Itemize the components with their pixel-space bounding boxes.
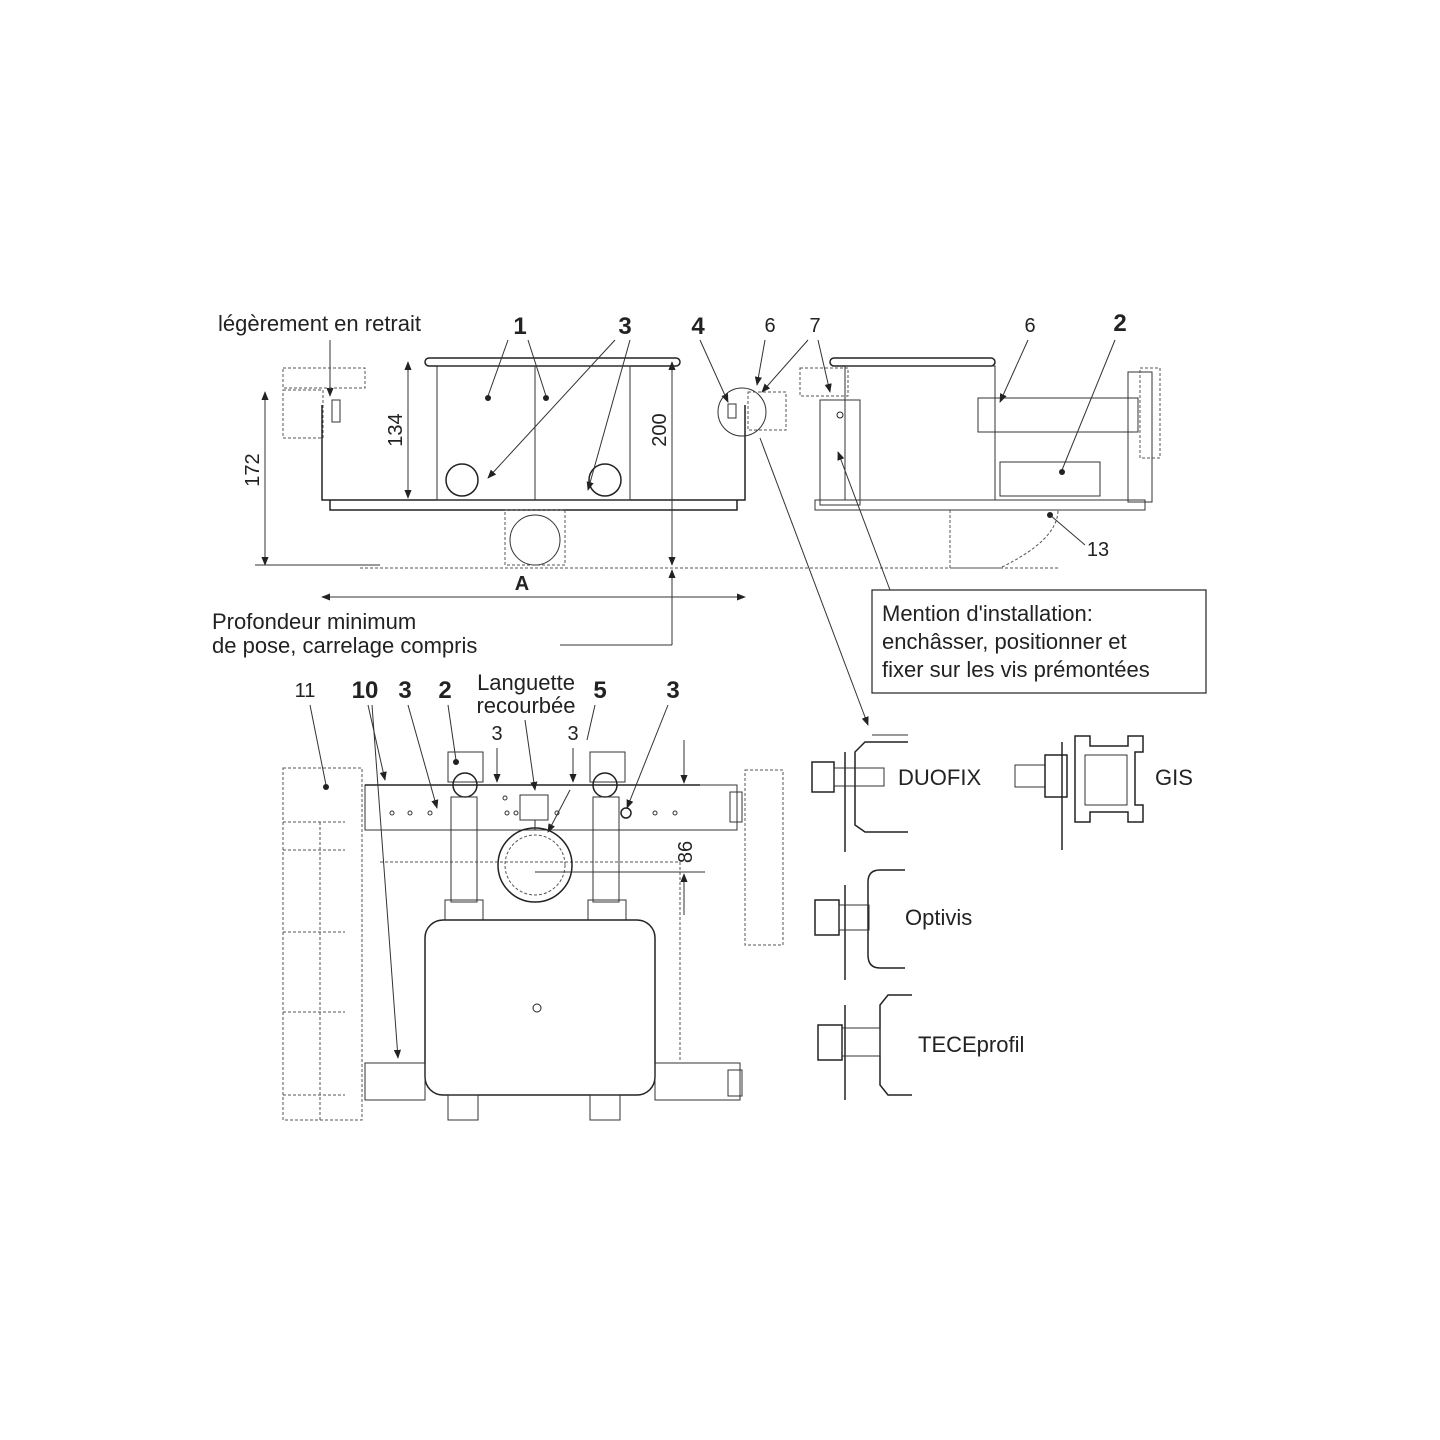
dimension-200: 200: [649, 413, 671, 446]
variant-teceprofil: TECEprofil: [817, 994, 1024, 1100]
callout-13: 13: [1087, 539, 1109, 561]
dimension-A: A: [515, 573, 529, 595]
callout-11: 11: [295, 680, 316, 702]
callout-2: 2: [1113, 310, 1126, 337]
note-depth-line2: de pose, carrelage compris: [212, 633, 477, 658]
variant-gis: GIS: [1014, 735, 1193, 850]
callout-3a: 3: [398, 677, 411, 704]
label-duofix: DUOFIX: [898, 765, 981, 790]
top-left-section-view: légèrement en retrait 134 200 172 A Prof…: [212, 311, 1060, 658]
callout-10: 10: [352, 677, 379, 704]
installation-note-line1: Mention d'installation:: [882, 601, 1093, 626]
dimension-134: 134: [385, 413, 407, 446]
dimension-3a: 3: [491, 723, 502, 745]
callout-5: 5: [593, 677, 606, 704]
variant-duofix: DUOFIX: [811, 734, 981, 852]
note-depth-line1: Profondeur minimum: [212, 609, 416, 634]
callout-6a: 6: [764, 315, 775, 337]
label-bent-tab-line2: recourbée: [476, 693, 575, 718]
installation-note-line2: enchâsser, positionner et: [882, 629, 1127, 654]
callout-6b: 6: [1024, 315, 1035, 337]
installation-note-line3: fixer sur les vis prémontées: [882, 657, 1150, 682]
label-bent-tab-line1: Languette: [477, 670, 575, 695]
label-teceprofil: TECEprofil: [918, 1032, 1024, 1057]
callout-4: 4: [691, 313, 705, 340]
dimension-86: 86: [675, 841, 697, 863]
dimension-172: 172: [242, 453, 264, 486]
callout-7: 7: [809, 315, 820, 337]
callout-2-bottom: 2: [438, 677, 451, 704]
variant-optivis: Optivis: [814, 869, 972, 980]
callout-3b: 3: [666, 677, 679, 704]
bottom-front-view: 3 3 86 11 10 3 2 Languette recourbée 5 3: [282, 670, 784, 1121]
label-gis: GIS: [1155, 765, 1193, 790]
note-recess: légèrement en retrait: [218, 311, 421, 336]
installation-note-box: Mention d'installation: enchâsser, posit…: [871, 589, 1207, 694]
callout-1: 1: [513, 313, 526, 340]
top-right-side-view: 4 6 7 6 2 13: [691, 310, 1161, 726]
callout-3: 3: [618, 313, 631, 340]
label-optivis: Optivis: [905, 905, 972, 930]
dimension-3b: 3: [567, 723, 578, 745]
